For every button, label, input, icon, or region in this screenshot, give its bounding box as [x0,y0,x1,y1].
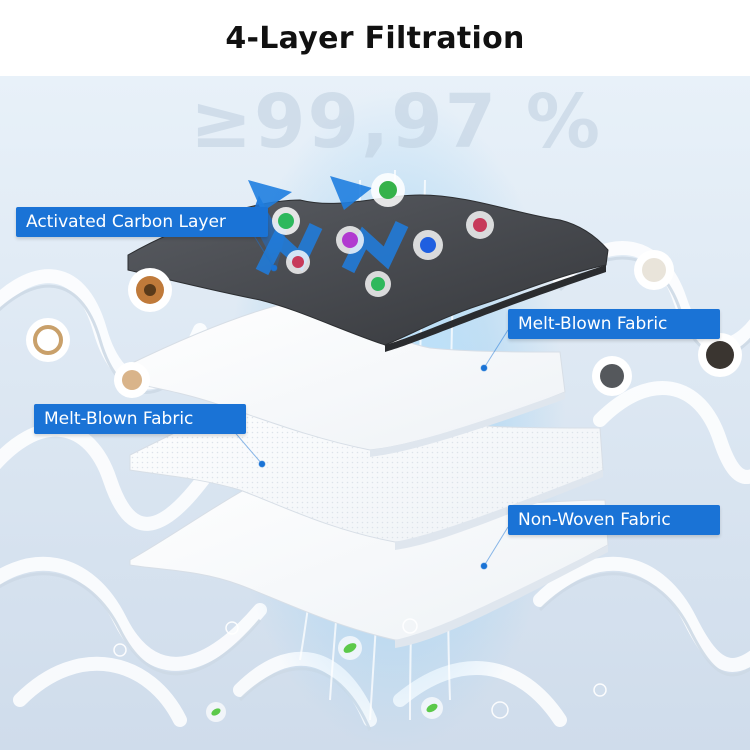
label-melt-blown-fabric-2: Melt-Blown Fabric [34,404,246,434]
airflow-arrow-1 [255,223,323,276]
leaf-icon [206,636,443,722]
bacteria-icon [272,173,494,297]
arrow-head-1 [248,180,292,212]
arrow-head-2 [330,176,372,210]
label-activated-carbon-layer: Activated Carbon Layer [16,207,268,237]
label-melt-blown-fabric-1: Melt-Blown Fabric [508,309,720,339]
label-non-woven-fabric: Non-Woven Fabric [508,505,720,535]
pet-hair-icon [26,318,150,398]
page-title: 4-Layer Filtration [225,21,525,56]
dust-particle-icon [592,250,742,396]
pollen-icon [128,268,172,312]
efficiency-text: ≥99,97 % [190,79,602,165]
airflow-arrow-2 [341,221,409,274]
